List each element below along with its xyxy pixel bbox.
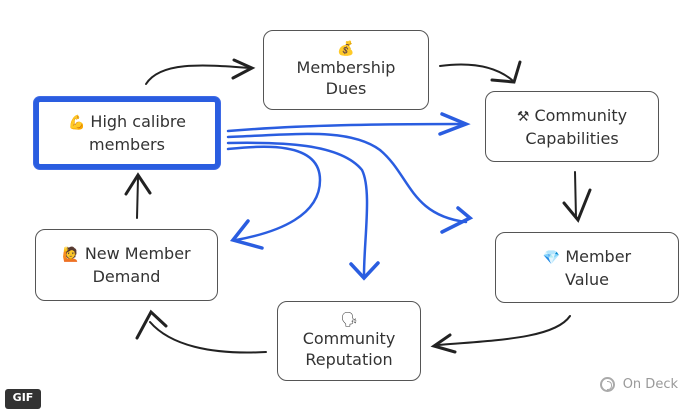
node-community-reputation: 🗣 Community Reputation [277, 301, 421, 381]
node-community-capabilities: ⚒Community Capabilities [485, 91, 659, 162]
speaking-head-icon: 🗣 [340, 312, 358, 328]
gif-badge[interactable]: GIF [5, 389, 41, 409]
hammer-pick-icon: ⚒ [516, 108, 530, 125]
arrowhead-dues-to-cap [490, 60, 522, 84]
on-deck-logo-icon [599, 377, 615, 392]
brand-label: On Deck [622, 377, 678, 392]
arrow-value-to-rep [437, 315, 571, 346]
raising-hand-icon: 🙋 [62, 247, 80, 263]
node-label-line2: Dues [325, 79, 367, 98]
arrow-high-to-value [226, 132, 468, 224]
node-label-line1: High calibre [90, 112, 186, 131]
arrowhead-demand-to-high [124, 172, 152, 196]
arrow-demand-to-high [136, 177, 139, 219]
node-high-calibre-members: 💪High calibre members [34, 97, 220, 169]
on-deck-branding: On Deck [599, 377, 678, 392]
gem-icon: 💎 [542, 249, 561, 266]
arrow-high-to-demand [226, 145, 322, 242]
node-label-line2: members [89, 135, 165, 154]
arrowhead-high-to-dues [231, 58, 256, 80]
money-bag-icon: 💰 [337, 41, 355, 57]
node-label-line1: Membership [296, 58, 396, 77]
node-label-line1: Community [534, 105, 628, 125]
node-label-line2: Demand [92, 267, 161, 286]
arrowhead-high-to-cap [438, 112, 471, 136]
arrowhead-value-to-rep [430, 333, 457, 354]
arrowhead-high-to-demand [229, 219, 264, 250]
arrowhead-high-to-value [440, 206, 474, 234]
node-label-line1: Member [565, 246, 632, 266]
arrowhead-high-to-rep [349, 261, 380, 281]
arrow-high-to-cap [226, 122, 464, 133]
node-label-line2: Capabilities [525, 128, 619, 148]
node-label-line2: Value [565, 269, 609, 289]
arrowhead-cap-to-value [562, 188, 592, 223]
node-member-value: 💎Member Value [495, 232, 679, 303]
node-new-member-demand: 🙋New Member Demand [35, 229, 218, 301]
arrow-high-to-dues [145, 64, 251, 85]
arrow-dues-to-cap [439, 63, 513, 81]
arrow-cap-to-value [574, 171, 577, 219]
arrow-high-to-rep [226, 141, 369, 277]
node-label-line1: New Member [84, 244, 191, 263]
node-label-line1: Community [302, 329, 396, 348]
node-membership-dues: 💰 Membership Dues [263, 30, 429, 110]
flexed-biceps-icon: 💪 [67, 115, 86, 131]
arrow-rep-to-demand [149, 321, 267, 354]
arrowhead-rep-to-demand [135, 309, 168, 340]
node-label-line2: Reputation [305, 350, 393, 369]
